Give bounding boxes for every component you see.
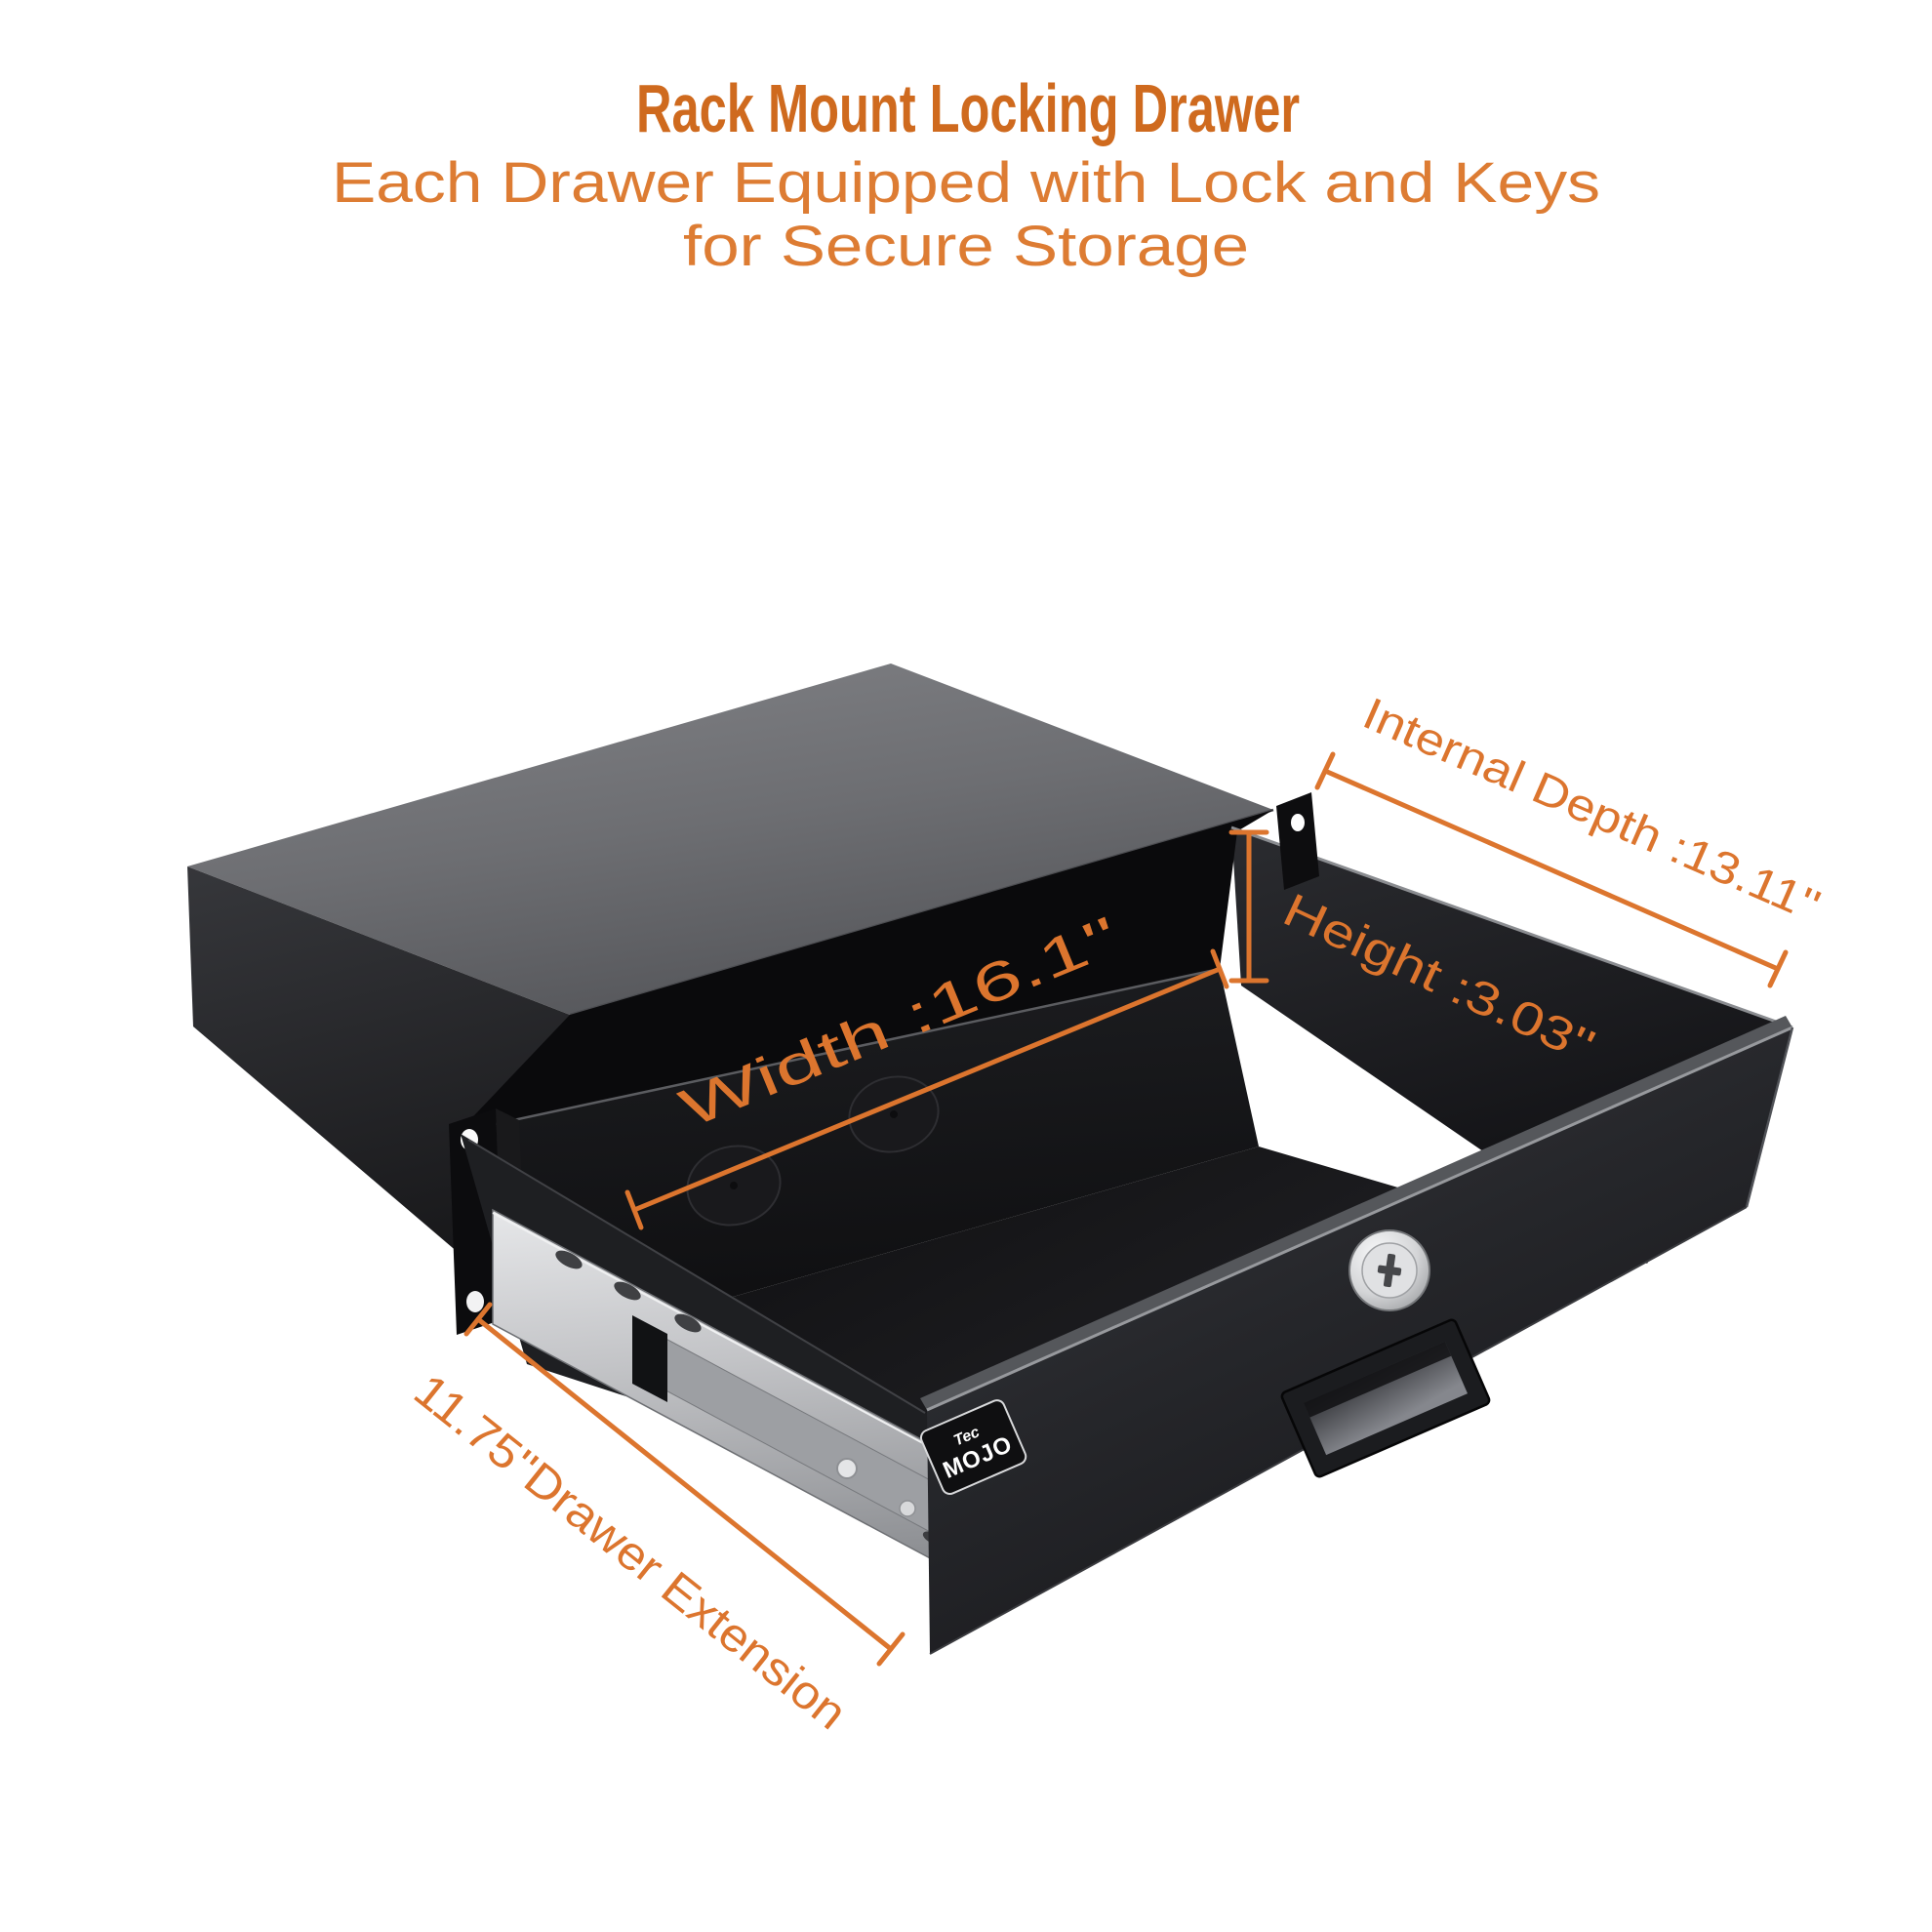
dimension-internal-depth (1314, 751, 1789, 988)
width-tick-start (624, 1189, 644, 1230)
front-panel-top-lip (920, 1016, 1792, 1410)
ear-screw-hole (1291, 814, 1305, 831)
extension-tick-start (463, 1302, 493, 1337)
internal-depth-line (1322, 768, 1781, 972)
front-panel-right-edge (1745, 1026, 1794, 1208)
internal-depth-tick-start (1314, 751, 1336, 790)
internal-depth-label: Internal Depth :13.11'' (1356, 687, 1829, 931)
dimension-extension (463, 1302, 906, 1667)
width-tick-end (1210, 948, 1229, 989)
drawer-front-panel: Tec MOJO (919, 1016, 1794, 1655)
case-top-face (187, 664, 1273, 1015)
side-wall-top-edge (467, 1139, 926, 1414)
page-title: Rack Mount Locking Drawer (636, 70, 1300, 146)
ear-right-face (1276, 792, 1319, 890)
extension-tick-end (876, 1631, 906, 1667)
ear-screw-hole (466, 1291, 484, 1312)
extension-line (475, 1316, 894, 1652)
slide-rail-slots (555, 1250, 702, 1333)
internal-depth-tick-end (1767, 949, 1789, 988)
dimension-height (1228, 829, 1269, 984)
brand-badge: Tec MOJO (919, 1399, 1027, 1495)
rack-ear-right (1276, 792, 1319, 890)
page-subtitle-line2: for Secure Storage (683, 215, 1249, 278)
right-wall-top-rim (1230, 825, 1793, 1029)
front-panel-top-edge (926, 1026, 1793, 1412)
width-line (631, 966, 1223, 1213)
page-subtitle-line1: Each Drawer Equipped with Lock and Keys (332, 151, 1600, 215)
slide-rail (492, 1208, 977, 1585)
back-wall-top-rim (458, 967, 1221, 1134)
slide-rail-end-cap (632, 1315, 667, 1402)
rail-bolt (899, 1500, 916, 1517)
keyhole-icon (1377, 1253, 1402, 1288)
dimension-width (624, 948, 1229, 1230)
front-panel-face (927, 1027, 1792, 1654)
case-opening-shadow (459, 810, 1273, 1132)
lock-cylinder (1348, 1229, 1430, 1311)
rail-bolt (836, 1458, 858, 1479)
drawer-handle (1280, 1318, 1491, 1478)
cable-grommet (686, 1145, 782, 1227)
